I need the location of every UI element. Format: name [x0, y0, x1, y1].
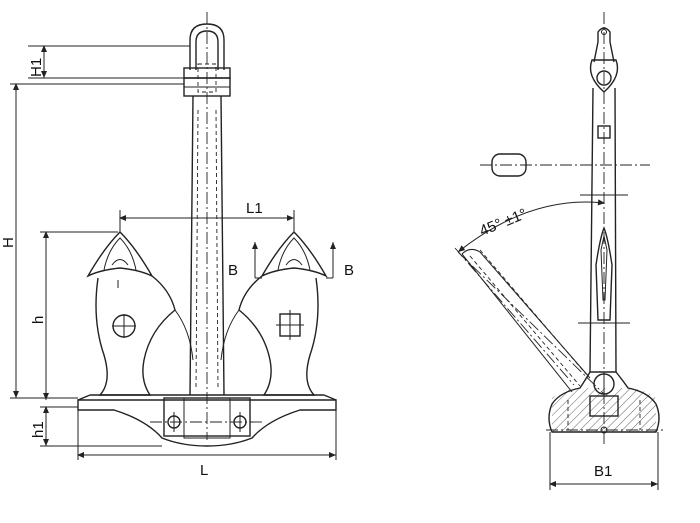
dim-label-l1: L1 — [246, 200, 263, 217]
side-dimensions: B1 — [549, 432, 659, 490]
right-fluke-arm — [174, 231, 328, 396]
section-label-b-right: B — [344, 262, 354, 279]
dim-label-h1-lower: h1 — [30, 421, 47, 438]
angle-indicator: 45° ±1° — [457, 199, 605, 395]
tilted-arm — [454, 247, 591, 393]
front-view: B B H1 H h h1 — [0, 12, 354, 479]
dim-label-h-lower: h — [30, 316, 47, 324]
crown-base — [77, 394, 337, 447]
side-shank — [580, 87, 628, 373]
dim-label-b1: B1 — [594, 463, 612, 480]
left-fluke-arm — [86, 231, 176, 396]
shackle — [183, 23, 231, 97]
side-shackle — [589, 27, 619, 93]
dim-label-h: H — [0, 237, 17, 248]
section-b-b-markers: B B — [228, 242, 354, 279]
side-view: 45° ±1° B1 — [454, 12, 664, 490]
section-label-b-left: B — [228, 262, 238, 279]
dim-label-l: L — [200, 462, 208, 479]
ring-section — [491, 153, 527, 177]
side-crown — [546, 371, 664, 434]
front-dimensions: H1 H h h1 L L1 — [0, 45, 337, 479]
dim-label-h1-upper: H1 — [28, 58, 45, 77]
angle-label: 45° ±1° — [477, 205, 529, 239]
